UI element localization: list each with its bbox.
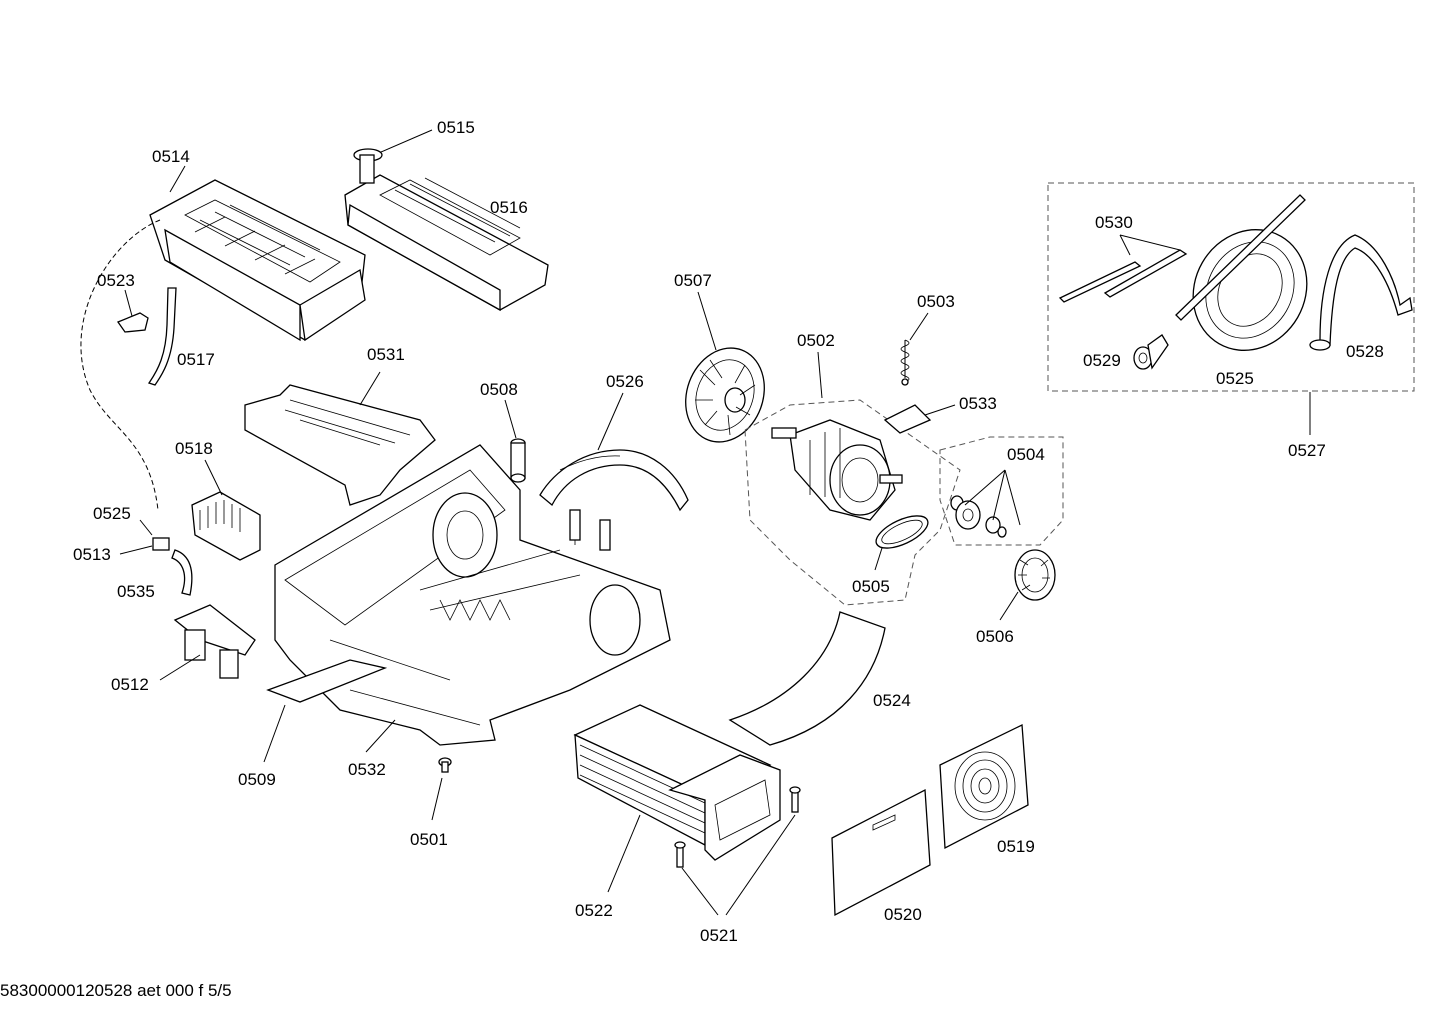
part-0522-exchanger	[573, 704, 781, 861]
pulley-group-outline	[939, 436, 1064, 546]
callout-0513: 0513	[73, 545, 111, 564]
callout-0528: 0528	[1346, 342, 1384, 361]
leader-0533	[924, 404, 956, 416]
leader-0503	[909, 312, 929, 341]
callout-0523: 0523	[97, 271, 135, 290]
callout-0532: 0532	[348, 760, 386, 779]
callout-0526: 0526	[606, 372, 644, 391]
leader-0522	[607, 814, 641, 893]
hose-0525-path	[80, 219, 161, 511]
leader-0530-a	[1119, 234, 1131, 256]
leader-0508	[504, 399, 517, 439]
leader-0504-a	[964, 469, 1006, 506]
callout-0507: 0507	[674, 271, 712, 290]
leader-0525a	[139, 519, 153, 536]
part-0518-box	[191, 491, 261, 561]
leader-0518	[204, 459, 223, 496]
callout-0527: 0527	[1288, 441, 1326, 460]
part-0505-belt	[875, 515, 929, 549]
callout-0506: 0506	[976, 627, 1014, 646]
callout-0531: 0531	[367, 345, 405, 364]
leader-0501	[431, 777, 443, 821]
leader-0514	[169, 165, 186, 193]
leader-0523	[124, 289, 133, 317]
part-0520-cover	[831, 788, 931, 917]
kit-0527-box	[1047, 182, 1415, 392]
part-0504-pulley	[950, 495, 1007, 538]
part-0523-clip	[117, 312, 149, 333]
callout-0501: 0501	[410, 830, 448, 849]
callout-0522: 0522	[575, 901, 613, 920]
leader-0531	[359, 371, 381, 406]
part-0530-ties	[1058, 249, 1188, 303]
part-0531-duct	[244, 384, 436, 506]
part-0528-bracket	[1319, 234, 1413, 347]
part-0501-screw	[438, 757, 452, 773]
part-0513	[152, 537, 170, 551]
part-base-frame	[274, 444, 671, 746]
part-0514-container	[149, 179, 366, 342]
part-0519-cover	[939, 723, 1029, 850]
part-0503-spring	[900, 339, 910, 386]
callout-0504: 0504	[1007, 445, 1045, 464]
leader-0512	[159, 654, 201, 681]
part-0502-motor	[771, 419, 903, 521]
motor-group-outline	[744, 399, 961, 606]
drawing-id-footer: 58300000120528 aet 000 f 5/5	[0, 981, 232, 1000]
leader-0506	[999, 591, 1019, 621]
part-0528-foot	[1309, 339, 1331, 351]
leader-0513	[119, 545, 153, 555]
callout-0524: 0524	[873, 691, 911, 710]
callout-0521: 0521	[700, 926, 738, 945]
callout-0515: 0515	[437, 118, 475, 137]
callout-0505: 0505	[852, 577, 890, 596]
callout-0503: 0503	[917, 292, 955, 311]
callout-0520: 0520	[884, 905, 922, 924]
leader-0504-c	[1004, 469, 1021, 526]
part-0535-hose	[171, 549, 193, 596]
callout-0530: 0530	[1095, 213, 1133, 232]
callout-0508: 0508	[480, 380, 518, 399]
callout-0517: 0517	[177, 350, 215, 369]
callout-0518: 0518	[175, 439, 213, 458]
leader-0502	[817, 351, 823, 399]
callout-0502: 0502	[797, 331, 835, 350]
callout-0509: 0509	[238, 770, 276, 789]
callout-0529: 0529	[1083, 351, 1121, 370]
leader-0521-a	[681, 867, 719, 916]
part-0529-fitting	[1133, 334, 1169, 370]
part-0509-flap	[266, 659, 388, 703]
callout-0525-left: 0525	[93, 504, 131, 523]
part-0533-bracket	[883, 404, 932, 434]
part-0526-shell	[539, 449, 689, 551]
callout-0533: 0533	[959, 394, 997, 413]
part-0507-fan	[685, 347, 765, 443]
leader-0530-b	[1119, 234, 1181, 251]
leader-0505	[874, 547, 883, 571]
callout-0535: 0535	[117, 582, 155, 601]
callout-0512: 0512	[111, 675, 149, 694]
leader-0532	[365, 719, 396, 753]
part-0516-tank	[344, 148, 549, 312]
part-0506-fan	[1014, 549, 1056, 601]
part-0525-hose-coil	[1175, 194, 1308, 351]
callout-0516: 0516	[490, 198, 528, 217]
callout-0525-right: 0525	[1216, 369, 1254, 388]
part-0524-seal	[728, 611, 886, 746]
leader-0509	[263, 704, 286, 763]
part-0508-capacitor	[510, 438, 526, 483]
leader-0521-b	[725, 814, 796, 916]
leader-0515	[380, 129, 433, 153]
part-0517-hose	[147, 287, 177, 386]
callout-0514: 0514	[152, 147, 190, 166]
leader-0526	[597, 392, 624, 451]
part-0521-screws	[674, 786, 801, 868]
leader-0504-b	[992, 469, 1006, 521]
callout-0519: 0519	[997, 837, 1035, 856]
part-0512-pump	[173, 604, 256, 679]
leader-0507	[697, 291, 717, 351]
